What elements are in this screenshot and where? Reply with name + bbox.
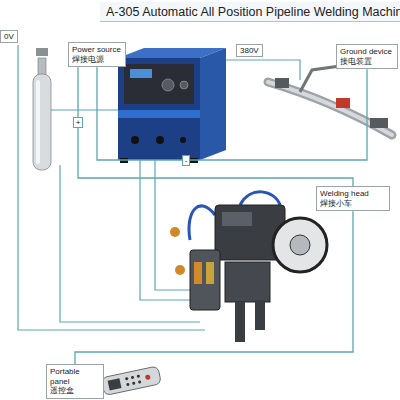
torch-tip xyxy=(170,227,180,237)
polarity-label: - xyxy=(182,155,191,166)
power-socket xyxy=(156,136,164,144)
ground-clamp-block xyxy=(336,98,350,108)
carriage-cover xyxy=(222,212,252,226)
node-subtitle: 焊接小车 xyxy=(320,199,386,209)
power-source-knob xyxy=(162,79,174,91)
node-subtitle: 遥控盒 xyxy=(50,386,100,396)
remote-button xyxy=(137,374,141,378)
torch-assembly xyxy=(190,250,220,310)
remote-button xyxy=(131,376,135,380)
remote-button xyxy=(126,383,130,387)
power-source-side xyxy=(200,48,226,160)
head-cable xyxy=(240,192,280,205)
control-cable xyxy=(155,160,205,290)
gas-hose xyxy=(51,109,118,110)
drive-unit xyxy=(225,262,270,302)
cylinder-neck xyxy=(38,58,46,76)
voltage-label: 0V xyxy=(0,30,18,43)
power-source-stripe xyxy=(118,110,200,118)
power-source-panel xyxy=(124,64,194,104)
torch-nozzle xyxy=(206,262,214,284)
ground-clamp-block xyxy=(275,78,289,88)
power-cable xyxy=(226,60,300,80)
power-source-body xyxy=(118,58,200,160)
remote-button xyxy=(125,377,129,381)
equipment-label-box: Power source焊接电源 xyxy=(68,42,126,67)
control-cable xyxy=(60,165,200,322)
equipment-label-box: Ground device接电装置 xyxy=(336,44,398,69)
power-socket xyxy=(131,136,139,144)
polarity-label: + xyxy=(73,117,84,128)
remote-stop-button xyxy=(145,374,151,380)
ground-clamp-highlight xyxy=(268,82,392,135)
node-subtitle: 焊接电源 xyxy=(72,55,122,65)
node-title: Welding head xyxy=(320,189,386,199)
node-title: Portable panel xyxy=(50,367,100,386)
remote-button xyxy=(132,382,136,386)
cable-connector xyxy=(97,67,367,160)
head-cable xyxy=(189,206,215,240)
spool-hub xyxy=(290,235,310,255)
carriage-leg xyxy=(235,302,245,342)
remote-screen xyxy=(108,378,122,390)
ground-clamp-block xyxy=(370,118,388,128)
remote-button xyxy=(138,380,142,384)
cable-connector xyxy=(78,67,353,186)
equipment-label-box: Portable panel遥控盒 xyxy=(46,364,104,399)
power-source-knob xyxy=(180,81,188,89)
remote-pendant xyxy=(101,366,161,396)
torch-tip xyxy=(175,265,185,275)
equipment-label-box: Welding head焊接小车 xyxy=(316,186,390,211)
cable-connector xyxy=(75,211,353,364)
gas-hose xyxy=(18,45,205,330)
node-title: Ground device xyxy=(340,47,394,57)
carriage-leg xyxy=(255,300,265,330)
node-title: Power source xyxy=(72,45,122,55)
gas-cylinder xyxy=(33,74,51,170)
cylinder-highlight xyxy=(36,80,40,164)
torch-nozzle xyxy=(194,262,202,284)
cylinder-valve xyxy=(36,48,48,56)
power-source-foot xyxy=(120,158,128,163)
wire-spool xyxy=(273,218,327,272)
ground-clamp-arm xyxy=(300,66,340,92)
node-subtitle: 接电装置 xyxy=(340,57,394,67)
voltage-label: 380V xyxy=(236,44,263,57)
power-source-display xyxy=(130,69,152,78)
diagram-title: A-305 Automatic All Position Pipeline We… xyxy=(100,2,400,22)
power-socket xyxy=(180,137,186,143)
ground-clamp-band xyxy=(268,82,392,135)
power-source-foot xyxy=(190,158,198,163)
